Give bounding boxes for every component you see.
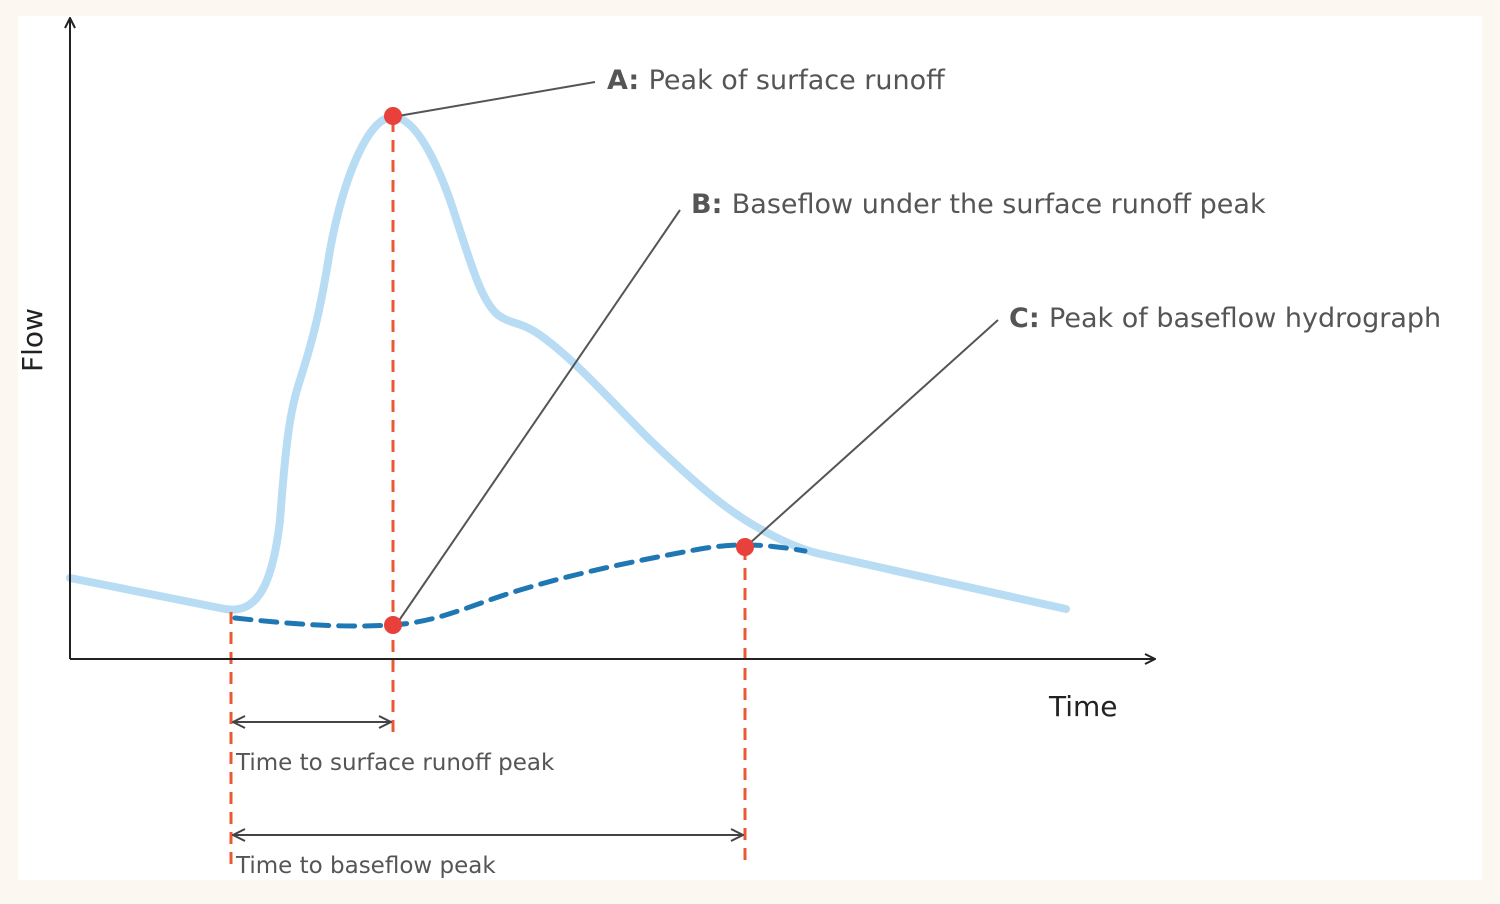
annotation-c: C: Peak of baseflow hydrograph xyxy=(1009,303,1441,334)
annotation-c-letter: C: xyxy=(1009,303,1049,334)
y-axis-label: Flow xyxy=(16,308,49,372)
marker-b-baseflow-under-peak xyxy=(384,616,402,634)
surface-peak-span-label: Time to surface runoff peak xyxy=(235,750,555,776)
annotation-a: A: Peak of surface runoff xyxy=(607,65,946,96)
x-axis-label: Time xyxy=(1048,690,1118,723)
annotation-b-text: Baseflow under the surface runoff peak xyxy=(732,189,1266,220)
marker-a-surface-peak xyxy=(384,107,402,125)
leader-line-c xyxy=(749,319,999,544)
annotation-b: B: Baseflow under the surface runoff pea… xyxy=(691,189,1266,220)
leader-line-a xyxy=(397,81,596,117)
total-hydrograph-curve xyxy=(66,113,1070,614)
diagram-background xyxy=(18,16,1482,880)
annotation-a-letter: A: xyxy=(607,65,649,96)
marker-c-baseflow-peak xyxy=(736,538,754,556)
baseflow-curve xyxy=(232,542,808,629)
annotation-c-text: Peak of baseflow hydrograph xyxy=(1049,303,1441,334)
annotation-b-letter: B: xyxy=(691,189,732,220)
baseflow-peak-span-label: Time to baseflow peak xyxy=(235,853,496,879)
annotation-a-text: Peak of surface runoff xyxy=(649,65,947,96)
leader-line-b xyxy=(397,209,681,623)
